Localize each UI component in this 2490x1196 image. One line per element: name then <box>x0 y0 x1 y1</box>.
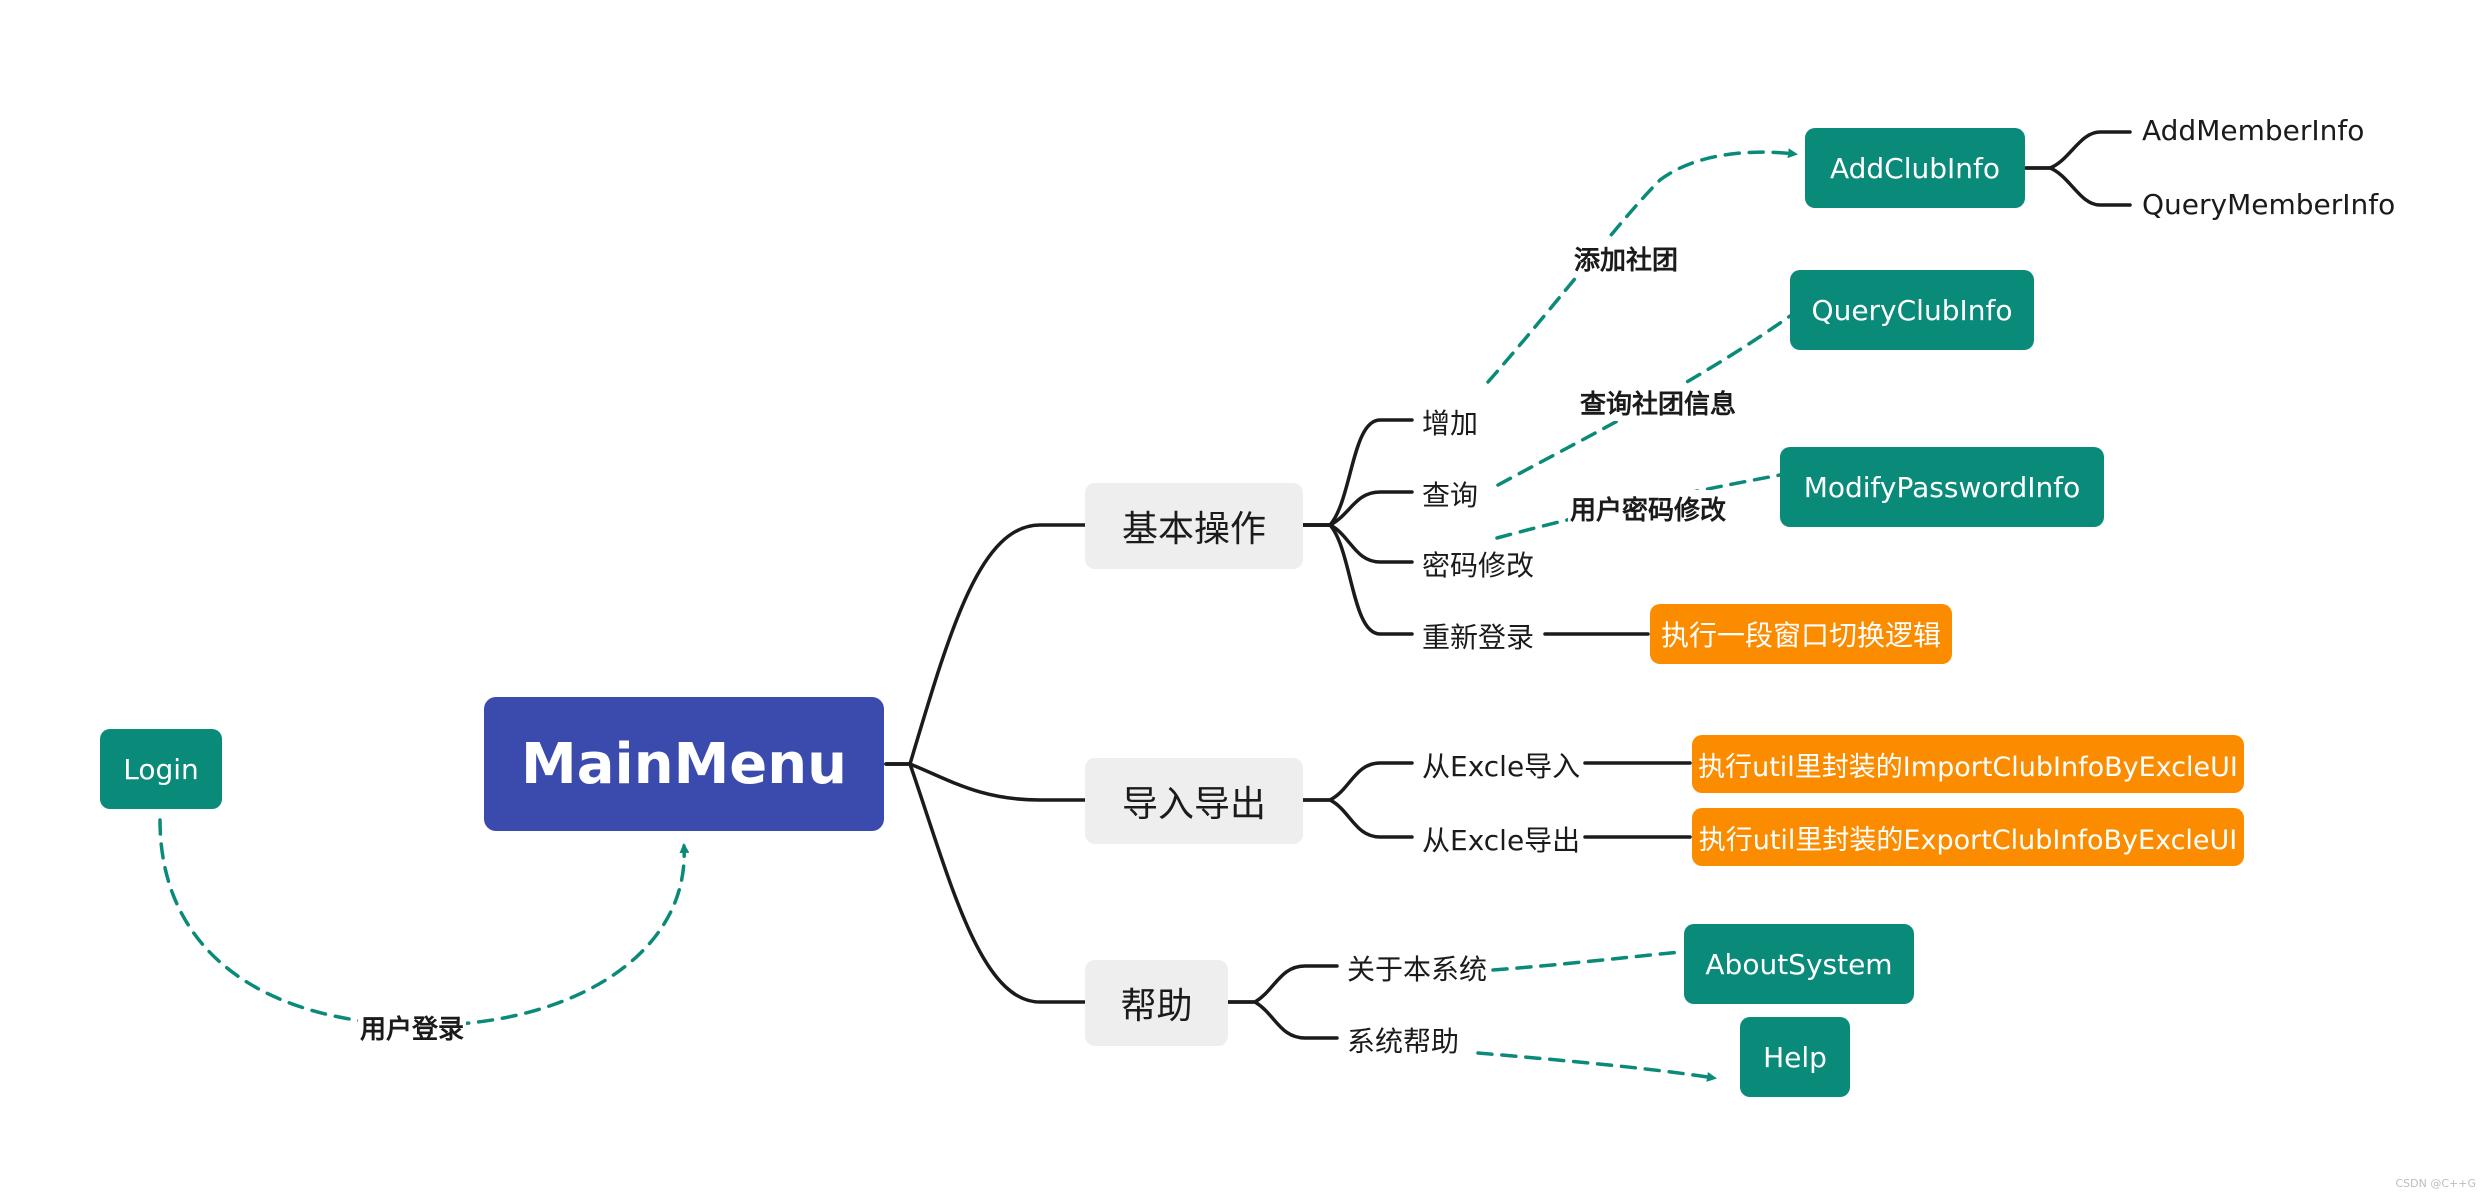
login-label: Login <box>123 752 199 786</box>
leaf-import-excel: 从Excle导入 <box>1422 750 1581 783</box>
link-main-basic <box>884 523 1087 766</box>
leaf-export-excel: 从Excle导出 <box>1422 824 1581 857</box>
leaf-query: 查询 <box>1422 479 1479 512</box>
link-import-in <box>1301 761 1414 802</box>
leaf-add: 增加 <box>1422 407 1479 440</box>
switch-window-action-node: 执行一段窗口切换逻辑 <box>1650 604 1952 664</box>
link-basic-query <box>1301 490 1414 527</box>
switch-window-action-label: 执行一段窗口切换逻辑 <box>1660 619 1941 652</box>
leaf-query-member-info: QueryMemberInfo <box>2142 188 2396 221</box>
link-basic-password <box>1301 523 1414 564</box>
import-util-action-node: 执行util里封装的ImportClubInfoByExcleUI <box>1692 735 2244 793</box>
relation-password-modify: 用户密码修改 <box>1568 490 1729 527</box>
modify-password-info-label: ModifyPasswordInfo <box>1803 470 2081 504</box>
import-util-action-label: 执行util里封装的ImportClubInfoByExcleUI <box>1698 751 2238 783</box>
link-addclub-querymember <box>2023 166 2132 207</box>
leaf-relogin: 重新登录 <box>1422 621 1535 654</box>
link-basic-add <box>1301 418 1414 527</box>
relation-query-club: 查询社团信息 <box>1578 384 1739 421</box>
link-import-out <box>1301 798 1414 839</box>
query-club-info-label: QueryClubInfo <box>1811 293 2013 327</box>
watermark: CSDN @C++G <box>2395 1177 2477 1190</box>
leaf-password-change: 密码修改 <box>1422 549 1535 582</box>
link-main-import <box>884 762 1087 802</box>
link-main-help <box>884 762 1087 1004</box>
add-club-info-label: AddClubInfo <box>1829 151 2001 185</box>
login-node: Login <box>100 729 222 809</box>
about-system-node: AboutSystem <box>1684 924 1914 1004</box>
import-export-node: 导入导出 <box>1085 758 1303 844</box>
about-system-label: AboutSystem <box>1705 947 1893 981</box>
help-label: Help <box>1763 1040 1827 1074</box>
help-node: Help <box>1740 1017 1850 1097</box>
relation-user-login: 用户登录 <box>358 1009 467 1046</box>
link-login-mainmenu <box>158 818 690 1027</box>
leaf-about-this-system: 关于本系统 <box>1347 953 1488 986</box>
add-club-info-node: AddClubInfo <box>1805 128 2025 208</box>
link-system-help <box>1476 1051 1717 1082</box>
link-help-system <box>1226 1000 1339 1040</box>
help-group-label: 帮助 <box>1120 986 1193 1027</box>
relation-add-club: 添加社团 <box>1572 240 1681 277</box>
export-util-action-label: 执行util里封装的ExportClubInfoByExcleUI <box>1698 824 2238 856</box>
link-addclub-addmember <box>2023 130 2132 170</box>
link-basic-relogin <box>1301 523 1414 636</box>
main-menu-label: MainMenu <box>520 731 848 797</box>
link-add-addclub <box>1486 148 1798 384</box>
leaf-add-member-info: AddMemberInfo <box>2142 114 2365 147</box>
main-menu-node: MainMenu <box>484 697 884 831</box>
link-about-aboutsystem <box>1491 950 1682 972</box>
export-util-action-node: 执行util里封装的ExportClubInfoByExcleUI <box>1692 808 2244 866</box>
basic-ops-label: 基本操作 <box>1121 509 1266 550</box>
modify-password-info-node: ModifyPasswordInfo <box>1780 447 2104 527</box>
import-export-label: 导入导出 <box>1121 784 1266 825</box>
help-group-node: 帮助 <box>1085 960 1228 1046</box>
basic-ops-node: 基本操作 <box>1085 483 1303 569</box>
query-club-info-node: QueryClubInfo <box>1790 270 2034 350</box>
leaf-system-help: 系统帮助 <box>1347 1025 1460 1058</box>
link-help-about <box>1226 964 1339 1004</box>
